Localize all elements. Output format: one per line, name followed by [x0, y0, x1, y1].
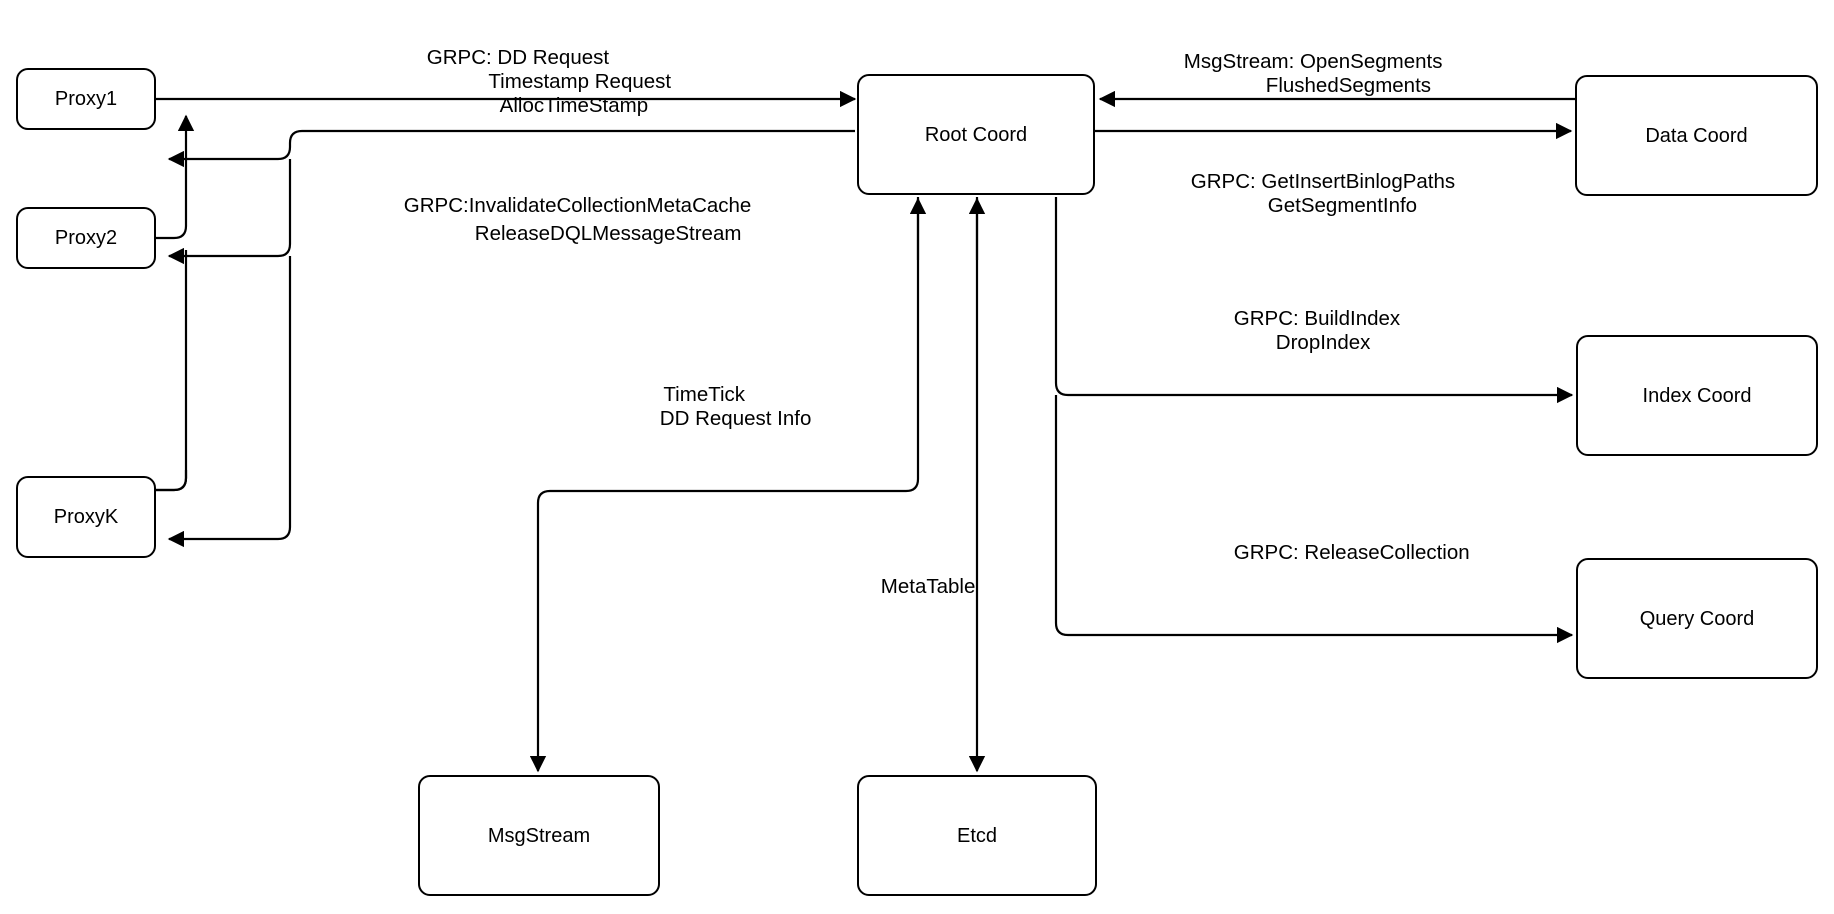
node-root-coord-label: Root Coord: [924, 123, 1028, 146]
node-index-coord-label: Index Coord: [1642, 384, 1752, 407]
node-msgstream[interactable]: MsgStream: [418, 775, 660, 896]
edge-label-text: MetaTable: [880, 575, 976, 598]
edge-label-root-to-data-line2: GetSegmentInfo: [1245, 170, 1417, 242]
edge-label-text: AllocTimeStamp: [499, 94, 649, 117]
edge-root-coord-to-proxyk-path: [167, 256, 292, 548]
node-proxy2[interactable]: Proxy2: [16, 207, 156, 269]
node-query-coord-label: Query Coord: [1639, 607, 1755, 630]
edge-proxyk-hook: [156, 470, 188, 492]
node-proxyk-label: ProxyK: [53, 506, 119, 528]
edge-label-text: MsgStream: OpenSegments: [1183, 50, 1443, 73]
edge-proxyk-uplink: [156, 250, 188, 492]
edge-label-text: GRPC: DD Request: [426, 46, 610, 69]
node-proxy2-label: Proxy2: [54, 227, 118, 249]
edge-label-root-to-msgstream-line2: DD Request Info: [637, 383, 812, 455]
edge-root-coord-to-proxy2: [167, 159, 292, 265]
node-proxy1[interactable]: Proxy1: [16, 68, 156, 130]
edge-label-text: GetSegmentInfo: [1267, 194, 1418, 217]
node-index-coord[interactable]: Index Coord: [1576, 335, 1818, 456]
edge-label-root-to-etcd-line1: MetaTable: [858, 551, 976, 623]
node-data-coord[interactable]: Data Coord: [1575, 75, 1818, 196]
edge-label-data-to-root-line2: FlushedSegments: [1243, 50, 1431, 122]
node-proxy1-label: Proxy1: [54, 88, 118, 110]
edge-label-root-to-index-line2: DropIndex: [1253, 307, 1371, 379]
edge-label-proxy-to-root-line1: GRPC: DD Request: [404, 22, 609, 94]
edge-root-coord-to-msgstream: [529, 197, 920, 773]
edge-root-coord-to-query-coord: [1054, 395, 1574, 644]
edge-label-text: GRPC: GetInsertBinlogPaths: [1190, 170, 1456, 193]
edge-proxy2-uplink: [156, 114, 195, 240]
edge-label-root-to-query-line1: GRPC: ReleaseCollection: [1211, 517, 1470, 589]
node-data-coord-label: Data Coord: [1645, 124, 1748, 147]
edge-label-data-to-root-line1: MsgStream: OpenSegments: [1161, 26, 1443, 98]
node-query-coord[interactable]: Query Coord: [1576, 558, 1818, 679]
edge-label-text: ReleaseDQLMessageStream: [474, 222, 742, 245]
node-etcd-label: Etcd: [956, 824, 998, 847]
node-proxyk[interactable]: ProxyK: [16, 476, 156, 558]
edge-label-text: FlushedSegments: [1265, 74, 1432, 97]
edge-label-proxy-to-root-line2: Timestamp Request: [466, 46, 671, 118]
edge-label-root-to-data-line1: GRPC: GetInsertBinlogPaths: [1168, 146, 1455, 218]
edge-label-proxy-to-root-line3: AllocTimeStamp: [478, 70, 648, 142]
edge-label-text: GRPC: ReleaseCollection: [1233, 541, 1470, 564]
node-etcd[interactable]: Etcd: [857, 775, 1097, 896]
edge-label-text: DD Request Info: [659, 407, 812, 430]
edge-label-root-to-proxy-line2: ReleaseDQLMessageStream: [452, 198, 742, 270]
node-msgstream-label: MsgStream: [487, 824, 591, 847]
node-root-coord[interactable]: Root Coord: [857, 74, 1095, 195]
edge-label-text: DropIndex: [1275, 331, 1371, 354]
edge-label-text: Timestamp Request: [488, 70, 672, 93]
